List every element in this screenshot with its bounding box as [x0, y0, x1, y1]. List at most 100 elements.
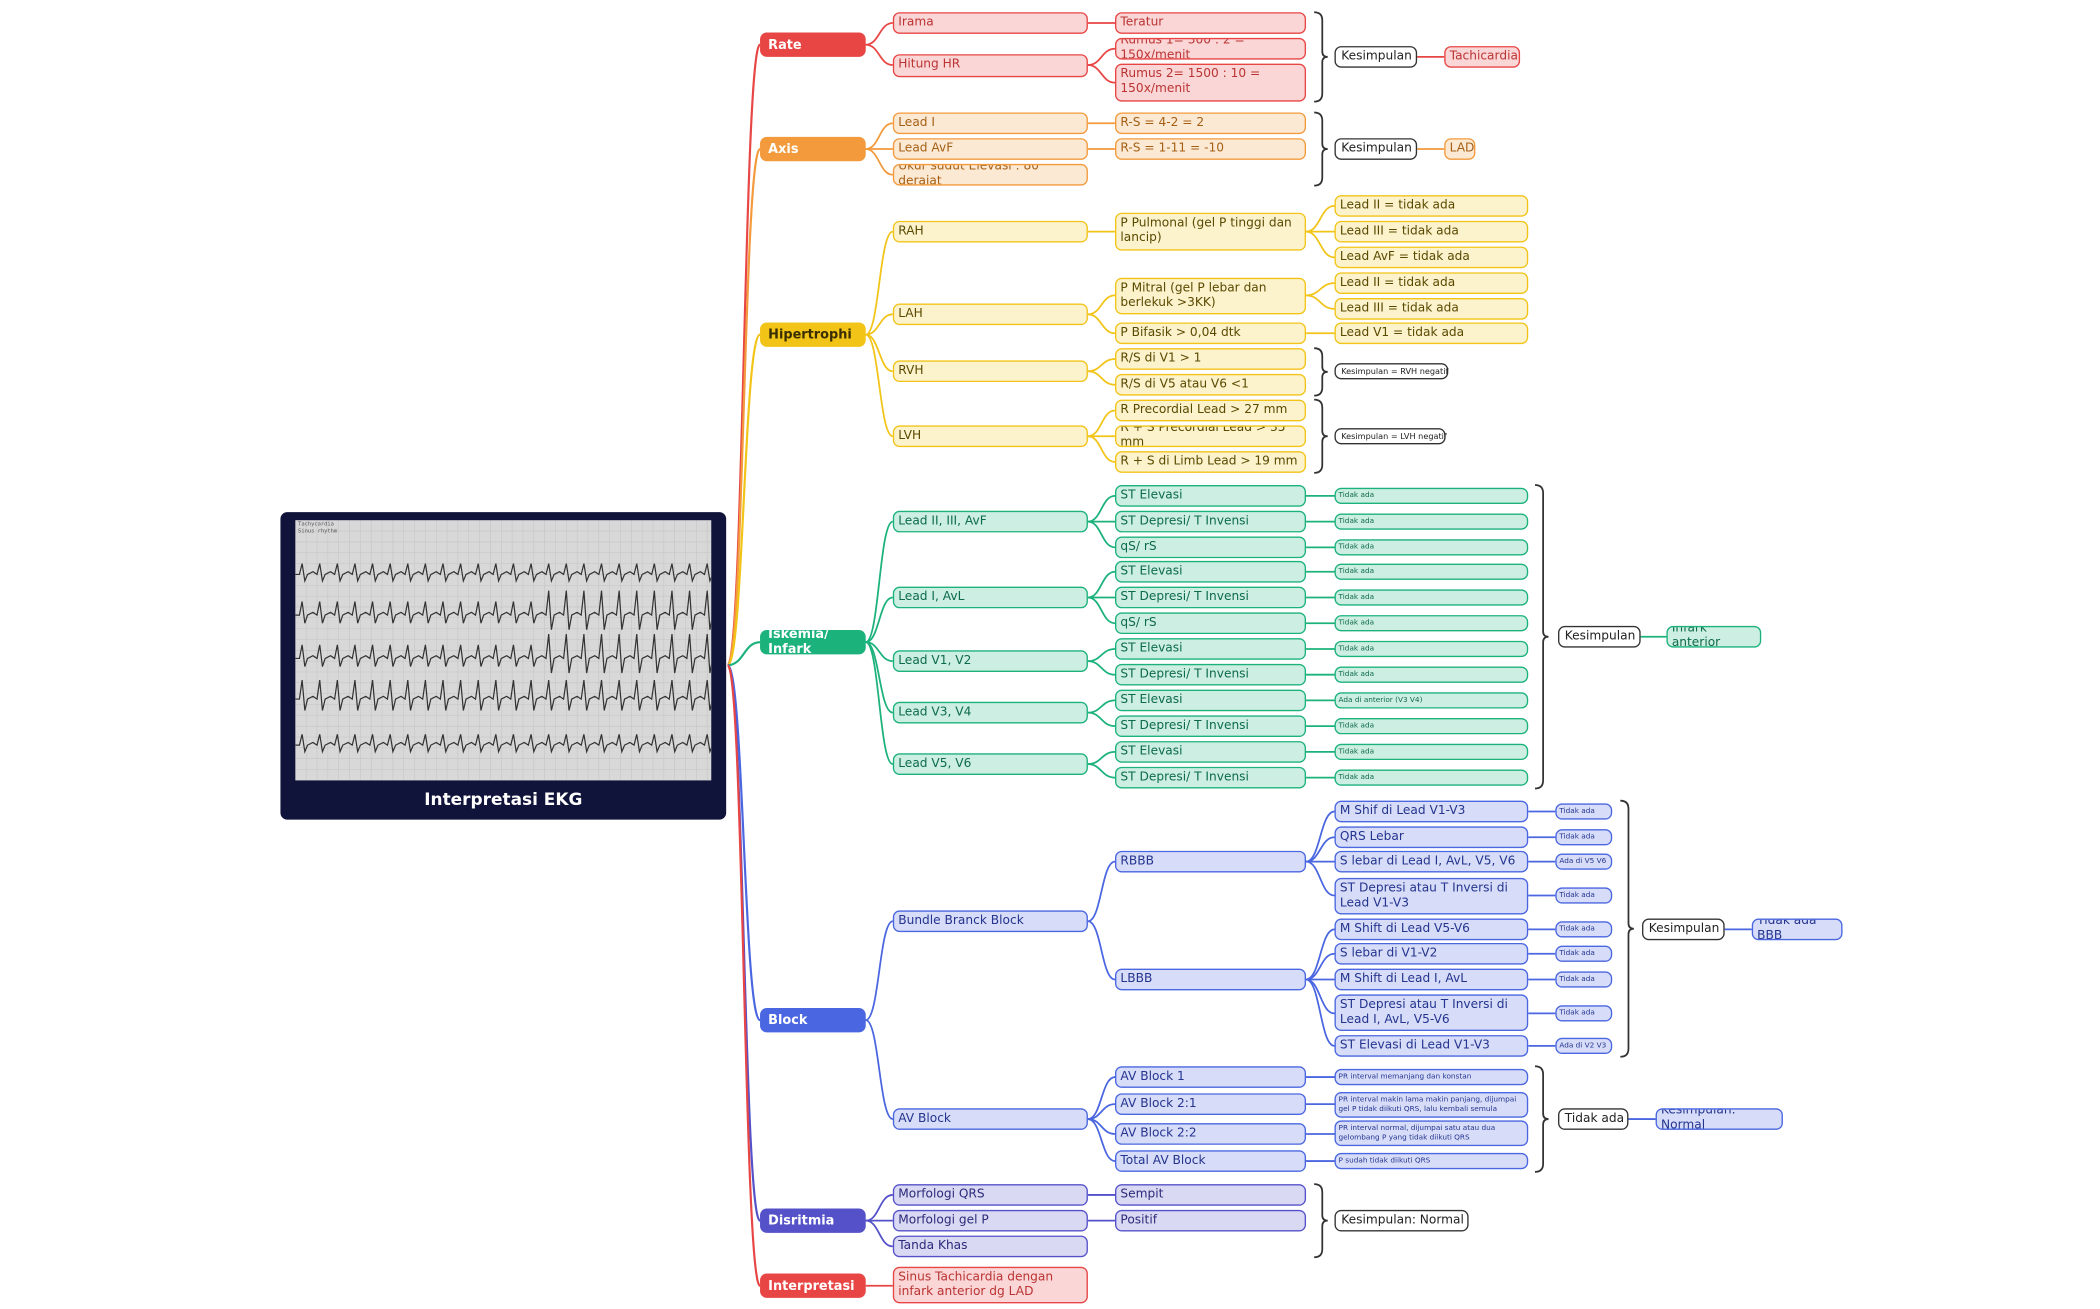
lbbb-result[interactable]: Tidak ada [1555, 971, 1613, 988]
lvh-item[interactable]: R Precordial Lead > 27 mm [1115, 399, 1307, 422]
av-item[interactable]: AV Block 2:2 [1115, 1123, 1307, 1145]
rate-irama[interactable]: Irama [892, 12, 1088, 34]
iskemia-item[interactable]: ST Depresi/ T Invensi [1115, 663, 1307, 686]
axis-lead-avf[interactable]: Lead AvF [892, 138, 1088, 160]
iskemia-result[interactable]: Tidak ada [1334, 615, 1529, 632]
rate-kesimpulan[interactable]: Kesimpulan [1334, 46, 1418, 68]
disritmia-value[interactable]: Sempit [1115, 1184, 1307, 1206]
rvh-item[interactable]: R/S di V1 > 1 [1115, 348, 1307, 370]
block-lbbb[interactable]: LBBB [1115, 968, 1307, 991]
av-desc[interactable]: PR interval normal, dijumpai satu atau d… [1334, 1120, 1529, 1147]
lah-lead[interactable]: Lead III = tidak ada [1334, 298, 1529, 320]
rbbb-item[interactable]: M Shif di Lead V1-V3 [1334, 800, 1529, 823]
block-bbb[interactable]: Bundle Branck Block [892, 910, 1088, 933]
block-rbbb[interactable]: RBBB [1115, 850, 1307, 873]
bbb-kesimpulan[interactable]: Kesimpulan [1642, 918, 1725, 941]
category-disritmia[interactable]: Disritmia [760, 1208, 866, 1233]
iskemia-result[interactable]: Tidak ada [1334, 487, 1529, 504]
iskemia-item[interactable]: ST Depresi/ T Invensi [1115, 510, 1307, 533]
iskemia-item[interactable]: ST Elevasi [1115, 741, 1307, 763]
iskemia-group[interactable]: Lead V1, V2 [892, 650, 1088, 672]
rate-rumus-2[interactable]: Rumus 2= 1500 : 10 = 150x/menit [1115, 63, 1307, 102]
rate-hasil[interactable]: Tachicardia [1444, 46, 1521, 68]
iskemia-result[interactable]: Tidak ada [1334, 769, 1529, 786]
iskemia-group[interactable]: Lead I, AvL [892, 586, 1088, 609]
iskemia-result[interactable]: Ada di anterior (V3 V4) [1334, 692, 1529, 709]
category-axis[interactable]: Axis [760, 136, 866, 162]
category-hipertrophi[interactable]: Hipertrophi [760, 322, 866, 347]
iskemia-result[interactable]: Tidak ada [1334, 718, 1529, 735]
iskemia-result[interactable]: Tidak ada [1334, 563, 1529, 580]
axis-rs-2[interactable]: R-S = 1-11 = -10 [1115, 138, 1307, 160]
iskemia-item[interactable]: ST Elevasi [1115, 638, 1307, 660]
hipertrophi-p-bifasik[interactable]: P Bifasik > 0,04 dtk [1115, 322, 1307, 345]
rbbb-result[interactable]: Ada di V5 V6 [1555, 853, 1613, 870]
axis-kesimpulan[interactable]: Kesimpulan [1334, 138, 1418, 160]
iskemia-item[interactable]: ST Elevasi [1115, 485, 1307, 507]
rbbb-item[interactable]: ST Depresi atau T Inversi di Lead V1-V3 [1334, 877, 1529, 915]
disritmia-item[interactable]: Tanda Khas [892, 1235, 1088, 1258]
iskemia-result[interactable]: Tidak ada [1334, 513, 1529, 530]
lvh-item[interactable]: R + S Precordial Lead > 35 mm [1115, 425, 1307, 448]
lbbb-result[interactable]: Tidak ada [1555, 921, 1613, 938]
lbbb-item[interactable]: M Shift di Lead V5-V6 [1334, 918, 1529, 941]
iskemia-hasil[interactable]: Infark anterior [1666, 625, 1762, 648]
av-kesimpulan[interactable]: Tidak ada [1558, 1108, 1629, 1130]
av-item[interactable]: AV Block 1 [1115, 1066, 1307, 1088]
iskemia-result[interactable]: Tidak ada [1334, 666, 1529, 683]
lvh-item[interactable]: R + S di Limb Lead > 19 mm [1115, 451, 1307, 473]
rbbb-result[interactable]: Tidak ada [1555, 829, 1613, 846]
rah-lead[interactable]: Lead II = tidak ada [1334, 195, 1529, 217]
disritmia-item[interactable]: Morfologi gel P [892, 1209, 1088, 1232]
bbb-hasil[interactable]: Tidak ada BBB [1751, 918, 1843, 941]
interpretasi-text[interactable]: Sinus Tachicardia dengan infark anterior… [892, 1266, 1088, 1304]
rate-teratur[interactable]: Teratur [1115, 12, 1307, 34]
rbbb-item[interactable]: QRS Lebar [1334, 826, 1529, 849]
iskemia-item[interactable]: qS/ rS [1115, 612, 1307, 635]
rvh-kesimpulan[interactable]: Kesimpulan = RVH negatif [1334, 363, 1448, 380]
av-desc[interactable]: P sudah tidak diikuti QRS [1334, 1152, 1529, 1170]
hipertrophi-rah[interactable]: RAH [892, 220, 1088, 243]
lbbb-item[interactable]: ST Elevasi di Lead V1-V3 [1334, 1035, 1529, 1057]
rvh-item[interactable]: R/S di V5 atau V6 <1 [1115, 373, 1307, 396]
iskemia-group[interactable]: Lead II, III, AvF [892, 510, 1088, 533]
iskemia-result[interactable]: Tidak ada [1334, 640, 1529, 658]
rate-rumus-1[interactable]: Rumus 1= 300 : 2 = 150x/menit [1115, 37, 1307, 60]
category-iskemia[interactable]: Iskemia/ Infark [760, 627, 866, 657]
iskemia-result[interactable]: Tidak ada [1334, 589, 1529, 606]
iskemia-result[interactable]: Tidak ada [1334, 539, 1529, 556]
rate-hitung-hr[interactable]: Hitung HR [892, 54, 1088, 78]
disritmia-value[interactable]: Positif [1115, 1209, 1307, 1232]
axis-sudut[interactable]: Ukur sudut Elevasi : 80 derajat [892, 163, 1088, 186]
axis-hasil[interactable]: LAD [1444, 138, 1476, 160]
rbbb-result[interactable]: Tidak ada [1555, 803, 1613, 820]
lbbb-result[interactable]: Ada di V2 V3 [1555, 1037, 1613, 1055]
av-desc[interactable]: PR interval memanjang dan konstan [1334, 1068, 1529, 1086]
iskemia-item[interactable]: ST Depresi/ T Invensi [1115, 586, 1307, 609]
axis-rs-1[interactable]: R-S = 4-2 = 2 [1115, 112, 1307, 135]
lbbb-result[interactable]: Tidak ada [1555, 945, 1613, 962]
lvh-kesimpulan[interactable]: Kesimpulan = LVH negatif [1334, 428, 1447, 445]
iskemia-item[interactable]: ST Elevasi [1115, 689, 1307, 712]
block-av[interactable]: AV Block [892, 1108, 1088, 1130]
category-block[interactable]: Block [760, 1007, 866, 1033]
lah-lead[interactable]: Lead V1 = tidak ada [1334, 322, 1529, 345]
iskemia-item[interactable]: ST Depresi/ T Invensi [1115, 715, 1307, 738]
disritmia-kesimpulan[interactable]: Kesimpulan: Normal [1334, 1209, 1469, 1232]
lbbb-item[interactable]: S lebar di V1-V2 [1334, 942, 1529, 965]
axis-lead-1[interactable]: Lead I [892, 112, 1088, 135]
category-interpretasi[interactable]: Interpretasi [760, 1273, 866, 1298]
rbbb-item[interactable]: S lebar di Lead I, AvL, V5, V6 [1334, 850, 1529, 873]
rbbb-result[interactable]: Tidak ada [1555, 887, 1613, 904]
rah-lead[interactable]: Lead AvF = tidak ada [1334, 246, 1529, 269]
av-item[interactable]: Total AV Block [1115, 1150, 1307, 1172]
lbbb-result[interactable]: Tidak ada [1555, 1005, 1613, 1022]
av-item[interactable]: AV Block 2:1 [1115, 1093, 1307, 1116]
iskemia-group[interactable]: Lead V5, V6 [892, 753, 1088, 775]
disritmia-item[interactable]: Morfologi QRS [892, 1184, 1088, 1206]
hipertrophi-p-pulmonal[interactable]: P Pulmonal (gel P tinggi dan lancip) [1115, 212, 1307, 251]
lbbb-item[interactable]: M Shift di Lead I, AvL [1334, 968, 1529, 991]
av-desc[interactable]: PR interval makin lama makin panjang, di… [1334, 1091, 1529, 1118]
iskemia-item[interactable]: qS/ rS [1115, 536, 1307, 559]
iskemia-result[interactable]: Tidak ada [1334, 743, 1529, 761]
